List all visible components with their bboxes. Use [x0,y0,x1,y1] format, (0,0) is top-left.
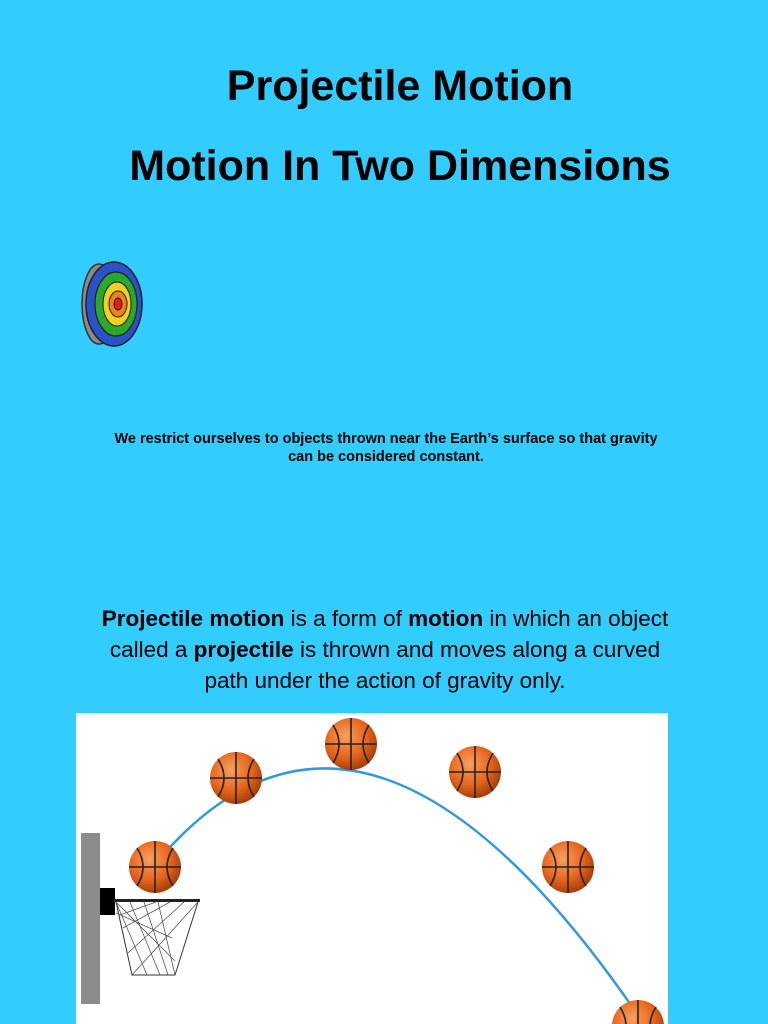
projectile-definition: Projectile motion is a form of motion in… [20,603,750,696]
basketball-icon [448,745,502,799]
backboard-pole [81,833,100,1004]
def-text: called a [109,637,194,662]
basketball-hoop-icon [114,899,200,976]
trajectory-arc [155,767,646,1024]
slide-title: Projectile Motion [226,62,574,110]
def-text: is thrown and moves along a curved [293,637,661,662]
slide-subtitle: Motion In Two Dimensions [129,142,671,190]
def-text: is a form of [284,606,409,631]
gravity-note-line1: We restrict ourselves to objects thrown … [114,431,658,447]
basketball-icon [541,840,595,894]
def-term-projectile-2: projectile [193,637,294,662]
def-term-motion: motion [209,606,285,631]
def-text: in which an object [483,606,669,631]
gravity-note-line2: can be considered constant. [288,449,484,465]
basketball-icon [128,840,182,894]
archery-target-icon [81,261,143,347]
def-term-projectile: Projectile [101,606,204,631]
def-text: path under the action of gravity only. [204,668,566,693]
gravity-note: We restrict ourselves to objects thrown … [40,430,732,466]
basketball-icon [611,999,665,1024]
def-term-motion-2: motion [408,606,484,631]
projectile-illustration [76,713,668,1024]
rim-bracket [100,888,115,915]
basketball-icon [209,751,263,805]
basketball-icon [324,717,378,771]
